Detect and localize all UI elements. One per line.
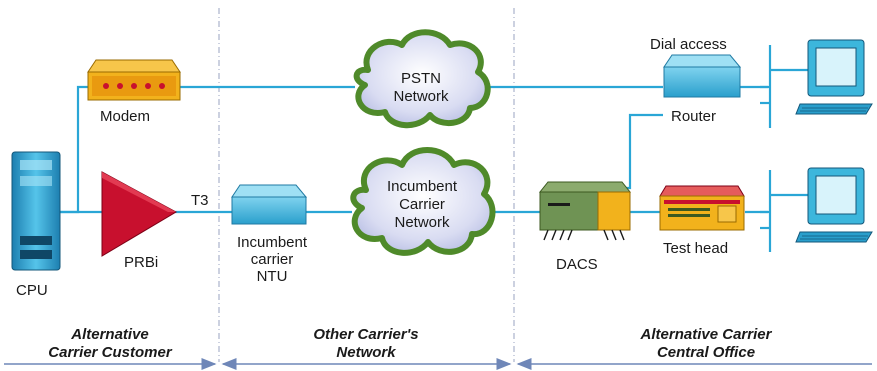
section-customer-line2: Carrier Customer	[48, 344, 172, 361]
modem-icon	[87, 59, 181, 101]
ntu-label-line3: NTU	[256, 268, 288, 285]
section-other-carrier: Other Carrier's Network	[266, 326, 466, 362]
prbi-label: PRBi	[124, 254, 159, 271]
bus-bars	[760, 45, 808, 252]
section-central-line1: Alternative Carrier	[640, 326, 772, 343]
section-customer-line1: Alternative	[71, 326, 149, 343]
test-head-icon	[659, 185, 745, 231]
connection-lines	[58, 85, 768, 214]
pstn-label-line2: Network	[393, 88, 449, 105]
ntu-label-line1: Incumbent	[236, 234, 308, 251]
terminal-top-icon	[795, 39, 873, 115]
link-dacs-router	[612, 113, 663, 190]
router-label: Router	[671, 108, 717, 125]
section-other-line1: Other Carrier's	[313, 326, 419, 343]
dacs-icon	[538, 181, 632, 241]
ntu-label-line2: carrier	[250, 251, 294, 268]
terminal-bottom-icon	[795, 167, 873, 243]
t3-label: T3	[191, 192, 209, 209]
prbi-icon	[101, 171, 178, 257]
ntu-icon	[231, 184, 308, 225]
dacs-label: DACS	[556, 256, 598, 273]
test-head-label: Test head	[663, 240, 729, 257]
incumbent-cloud-label: Incumbent Carrier Network	[374, 178, 470, 232]
incumbent-label-line2: Carrier	[399, 196, 445, 213]
incumbent-cloud-icon	[350, 147, 496, 256]
incumbent-label-line1: Incumbent	[386, 178, 458, 195]
section-customer: Alternative Carrier Customer	[10, 326, 210, 362]
router-icon	[663, 54, 742, 98]
section-central-office: Alternative Carrier Central Office	[596, 326, 816, 362]
link-cpu-modem	[60, 85, 90, 214]
dial-access-label: Dial access	[650, 36, 727, 53]
pstn-label-line1: PSTN	[400, 70, 441, 87]
ntu-label: Incumbent carrier NTU	[226, 234, 318, 285]
section-central-line2: Central Office	[656, 344, 756, 361]
section-other-line2: Network	[336, 344, 396, 361]
pstn-cloud-label: PSTN Network	[376, 70, 466, 106]
modem-label: Modem	[100, 108, 151, 125]
cpu-label: CPU	[16, 282, 48, 299]
pstn-cloud-icon	[353, 29, 491, 129]
cpu-icon	[11, 151, 61, 271]
incumbent-label-line3: Network	[394, 214, 450, 231]
